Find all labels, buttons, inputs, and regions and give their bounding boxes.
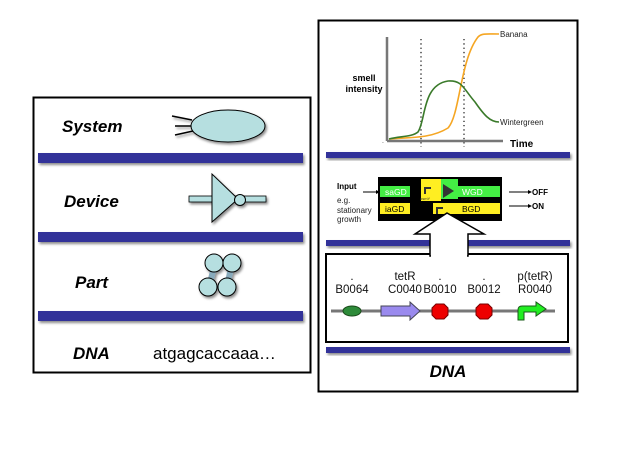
divider-bar bbox=[38, 232, 303, 242]
series-label-wintergreen: Wintergreen bbox=[500, 118, 544, 127]
x-axis-label: Time bbox=[510, 139, 534, 150]
input-note: e.g. bbox=[337, 196, 350, 205]
input-label: Input bbox=[337, 182, 357, 191]
part-b0064: . B0064 bbox=[335, 271, 369, 317]
series-label-banana: Banana bbox=[500, 30, 528, 39]
svg-text:tetR: tetR bbox=[394, 271, 415, 283]
input-note: stationary bbox=[337, 206, 372, 215]
output-off: OFF bbox=[532, 188, 548, 197]
svg-text:B0012: B0012 bbox=[467, 284, 500, 296]
svg-text:B0010: B0010 bbox=[423, 284, 456, 296]
y-axis-label-line2: intensity bbox=[345, 84, 382, 94]
rbs-icon bbox=[342, 305, 362, 317]
block-bgd: BGD bbox=[462, 204, 480, 214]
series-line-banana bbox=[388, 33, 500, 140]
level-label-device: Device bbox=[64, 192, 119, 211]
svg-text:.: . bbox=[482, 271, 485, 283]
divider-bar bbox=[38, 311, 303, 321]
parts-icon bbox=[198, 253, 242, 297]
terminator-icon bbox=[431, 303, 449, 320]
divider-bar bbox=[326, 347, 570, 353]
divider-bar bbox=[38, 153, 303, 163]
block-iagd: iaGD bbox=[385, 204, 404, 214]
right-panel: . Banana Wintergreen smell intensity Tim… bbox=[317, 19, 579, 393]
parts-box bbox=[325, 253, 569, 343]
osmy-label: osmY bbox=[420, 196, 431, 201]
svg-text:R0040: R0040 bbox=[518, 284, 552, 296]
level-label-dna: DNA bbox=[73, 344, 110, 363]
cell-icon bbox=[171, 109, 266, 143]
smell-graph: . Banana Wintergreen smell intensity Tim… bbox=[345, 30, 543, 150]
coding-sequence-icon bbox=[380, 300, 421, 322]
parts-row: . B0064 tetR C0040 . B0010 . B0012 p(tet… bbox=[331, 271, 555, 322]
y-axis-label-line1: smell bbox=[352, 73, 375, 83]
svg-text:.: . bbox=[382, 139, 384, 145]
output-on: ON bbox=[532, 202, 544, 211]
part-r0040: p(tetR) R0040 bbox=[517, 271, 553, 321]
svg-text:C0040: C0040 bbox=[388, 284, 422, 296]
inverter-symbol bbox=[443, 184, 454, 198]
dna-footer-label: DNA bbox=[430, 362, 467, 381]
svg-text:B0064: B0064 bbox=[335, 284, 369, 296]
part-b0010: . B0010 bbox=[423, 271, 457, 320]
block-sagd: saGD bbox=[385, 187, 407, 197]
promoter-icon bbox=[517, 301, 547, 321]
level-label-system: System bbox=[62, 117, 122, 136]
svg-text:p(tetR): p(tetR) bbox=[517, 271, 552, 283]
part-b0012: . B0012 bbox=[467, 271, 501, 320]
series-line-wintergreen bbox=[388, 80, 500, 140]
svg-text:.: . bbox=[438, 271, 441, 283]
terminator-icon bbox=[475, 303, 493, 320]
device-circuit: Input e.g. stationary growth saGD iaGD o… bbox=[337, 177, 548, 224]
divider-bar bbox=[326, 152, 570, 158]
block-wgd: WGD bbox=[462, 187, 483, 197]
inverter-icon bbox=[188, 172, 267, 224]
left-panel: System Device Part DNA atgagcaccaaa… bbox=[32, 96, 312, 374]
dna-sequence: atgagcaccaaa… bbox=[153, 344, 276, 363]
part-c0040: tetR C0040 bbox=[380, 271, 422, 322]
input-note: growth bbox=[337, 215, 361, 224]
svg-text:.: . bbox=[350, 271, 353, 283]
level-label-part: Part bbox=[75, 273, 109, 292]
